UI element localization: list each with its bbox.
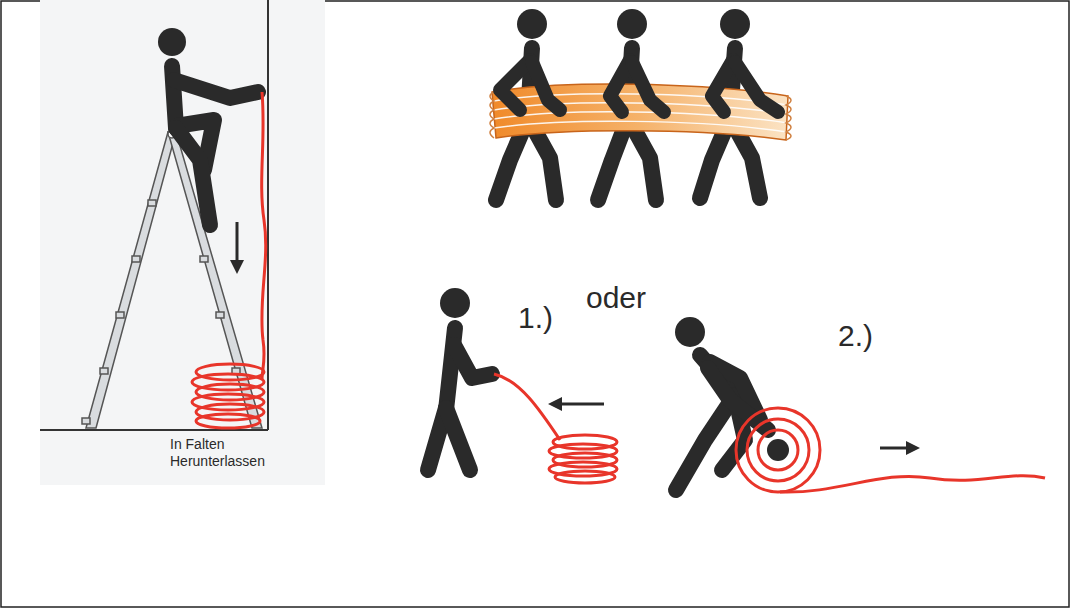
left-arrow <box>548 397 604 411</box>
hose <box>262 92 266 380</box>
rolled-hose <box>736 408 1045 492</box>
note-text: In Falten Herunterlassen <box>170 436 270 470</box>
separator-text: oder <box>586 280 676 316</box>
wall-line <box>267 0 269 430</box>
pulling-person <box>428 288 492 470</box>
hose-coil <box>549 435 617 483</box>
step-label: 1.) <box>518 300 578 336</box>
down-arrow <box>230 222 244 274</box>
person-on-ladder <box>158 28 258 225</box>
step-label: 2.) <box>838 318 898 354</box>
hose-coil <box>192 364 264 428</box>
panel-background <box>40 0 325 485</box>
rolling-person <box>675 317 768 490</box>
right-arrow <box>880 441 920 455</box>
hose <box>494 374 560 440</box>
carrying-arms <box>500 60 778 112</box>
